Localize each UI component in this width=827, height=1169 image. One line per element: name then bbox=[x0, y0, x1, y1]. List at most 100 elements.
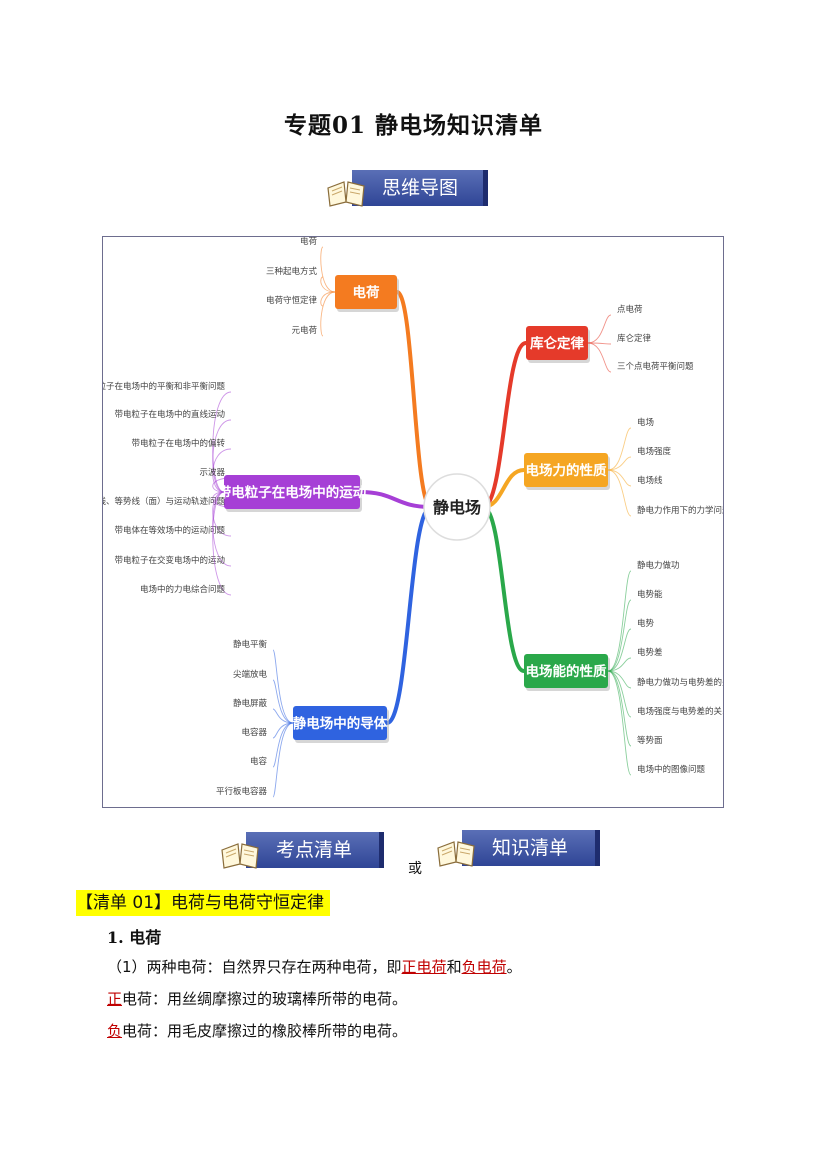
leaf-label: 静电平衡 bbox=[233, 639, 268, 650]
leaf-label: 电场 bbox=[637, 417, 654, 428]
negative-charge-term: 负电荷 bbox=[461, 958, 507, 976]
branch-label: 带电粒子在电场中的运动 bbox=[218, 484, 367, 501]
leaf-label: 尖端放电 bbox=[233, 669, 268, 680]
leaf-label: 平行板电容器 bbox=[216, 786, 268, 797]
leaf-label: 电场强度与电势差的关系 bbox=[637, 706, 723, 717]
or-text: 或 bbox=[408, 861, 422, 877]
leaf-label: 带电粒子在电场中的偏转 bbox=[131, 438, 225, 449]
paragraph-positive: 正电荷：用丝绸摩擦过的玻璃棒所带的电荷。 bbox=[107, 988, 407, 1010]
branch-box bbox=[524, 453, 608, 487]
leaf-label: 带电粒子在电场中的直线运动 bbox=[114, 409, 225, 420]
leaf-connector bbox=[272, 649, 294, 724]
leaf-connector bbox=[272, 708, 294, 724]
zhishi-banner-label: 知识清单 bbox=[462, 830, 600, 866]
leaf-connector bbox=[320, 276, 336, 293]
leaf-connector bbox=[607, 599, 632, 672]
leaf-connector bbox=[320, 246, 336, 293]
leaf-connector bbox=[607, 469, 632, 517]
leaf-label: 示波器 bbox=[199, 467, 225, 478]
leaf-connector bbox=[320, 291, 336, 307]
leaf-connector bbox=[607, 670, 632, 776]
branch-connector bbox=[481, 341, 528, 509]
branch-box bbox=[335, 275, 397, 309]
branch-label: 静电场中的导体 bbox=[293, 715, 388, 732]
leaf-label: 电势 bbox=[637, 618, 655, 629]
branch-box bbox=[293, 706, 387, 740]
paragraph-text: 电荷：用丝绸摩擦过的玻璃棒所带的电荷。 bbox=[122, 990, 408, 1008]
leaf-connector bbox=[212, 448, 232, 493]
branch-label: 库仑定律 bbox=[530, 335, 584, 352]
leaf-label: 电场线、等势线（面）与运动轨迹问题 bbox=[103, 496, 225, 507]
positive-term: 正 bbox=[107, 990, 123, 1008]
branch-connector bbox=[481, 505, 526, 673]
leaf-connector bbox=[212, 477, 232, 493]
kaodian-banner-label: 考点清单 bbox=[246, 832, 384, 868]
leaf-label: 电荷守恒定律 bbox=[266, 295, 318, 306]
leaf-label: 电场中的图像问题 bbox=[637, 764, 706, 775]
paragraph-text: 。 bbox=[506, 958, 522, 976]
leaf-label: 三种起电方式 bbox=[266, 266, 318, 277]
zhishi-banner: 知识清单 bbox=[436, 826, 600, 870]
kaodian-banner: 考点清单 bbox=[220, 828, 384, 872]
leaf-connector bbox=[587, 314, 612, 344]
branch-connector bbox=[395, 290, 433, 509]
branch-connector bbox=[358, 490, 433, 509]
leaf-connector bbox=[607, 670, 632, 689]
leaf-label: 静电力作用下的力学问题 bbox=[637, 505, 723, 516]
paragraph-negative: 负电荷：用毛皮摩擦过的橡胶棒所带的电荷。 bbox=[107, 1020, 407, 1042]
leaf-connector bbox=[607, 670, 632, 747]
paragraph-text: 和 bbox=[446, 958, 462, 976]
leaf-connector bbox=[587, 342, 612, 373]
branch-label: 电场能的性质 bbox=[526, 663, 607, 680]
branch-box bbox=[524, 654, 608, 688]
paragraph-text: （1）两种电荷：自然界只存在两种电荷，即 bbox=[107, 958, 402, 976]
leaf-label: 电容 bbox=[250, 756, 268, 767]
branch-label: 电荷 bbox=[353, 284, 380, 301]
center-node-label: 静电场 bbox=[433, 498, 481, 517]
leaf-label: 电荷 bbox=[300, 237, 318, 247]
leaf-label: 等势面 bbox=[637, 735, 663, 746]
leaf-connector bbox=[320, 291, 336, 337]
leaf-connector bbox=[607, 570, 632, 672]
leaf-label: 静电力做功 bbox=[637, 560, 680, 571]
leaf-label: 电势差 bbox=[637, 647, 663, 658]
positive-charge-term: 正电荷 bbox=[401, 958, 447, 976]
mindmap-banner: 思维导图 bbox=[326, 166, 488, 210]
branch-connector bbox=[385, 505, 433, 725]
leaf-label: 电场线 bbox=[637, 475, 663, 486]
center-node bbox=[423, 473, 491, 541]
leaf-label: 静电屏蔽 bbox=[233, 698, 268, 709]
paragraph-text: 电荷：用毛皮摩擦过的橡胶棒所带的电荷。 bbox=[122, 1022, 408, 1040]
mindmap-banner-label: 思维导图 bbox=[352, 170, 488, 206]
leaf-connector bbox=[607, 427, 632, 471]
mindmap-diagram: 静电场电荷电荷三种起电方式电荷守恒定律元电荷库仑定律点电荷库仑定律三个点电荷平衡… bbox=[80, 236, 739, 798]
leaf-connector bbox=[607, 628, 632, 672]
open-book-icon bbox=[327, 181, 365, 207]
section-header: 【清单 01】电荷与电荷守恒定律 bbox=[76, 890, 331, 916]
branch-label: 电场力的性质 bbox=[526, 462, 607, 479]
open-book-icon bbox=[221, 843, 259, 869]
leaf-connector bbox=[607, 657, 632, 672]
mindmap-frame: 静电场电荷电荷三种起电方式电荷守恒定律元电荷库仑定律点电荷库仑定律三个点电荷平衡… bbox=[80, 236, 739, 808]
leaf-label: 电场中的力电综合问题 bbox=[140, 584, 226, 595]
leaf-label: 带电体在等效场中的运动问题 bbox=[114, 525, 225, 536]
leaf-connector bbox=[587, 342, 612, 345]
open-book-icon bbox=[437, 841, 475, 867]
leaf-label: 带电粒子在电场中的平衡和非平衡问题 bbox=[103, 381, 225, 392]
leaf-label: 电场强度 bbox=[637, 446, 672, 457]
leaf-label: 库仑定律 bbox=[617, 333, 652, 344]
leaf-connector bbox=[607, 670, 632, 718]
leaf-connector bbox=[212, 391, 232, 493]
leaf-connector bbox=[212, 491, 232, 596]
paragraph-two-charges: （1）两种电荷：自然界只存在两种电荷，即正电荷和负电荷。 bbox=[107, 956, 522, 978]
leaf-connector bbox=[272, 679, 294, 724]
leaf-label: 静电力做功与电势差的关系 bbox=[637, 677, 723, 688]
leaf-label: 电势能 bbox=[637, 589, 663, 600]
leaf-label: 元电荷 bbox=[291, 325, 317, 336]
leaf-label: 带电粒子在交变电场中的运动 bbox=[114, 555, 225, 566]
negative-term: 负 bbox=[107, 1022, 123, 1040]
page-title: 专题01 静电场知识清单 bbox=[283, 112, 543, 139]
leaf-connector bbox=[607, 456, 632, 471]
leaf-label: 点电荷 bbox=[617, 304, 643, 315]
leaf-label: 电容器 bbox=[241, 727, 267, 738]
